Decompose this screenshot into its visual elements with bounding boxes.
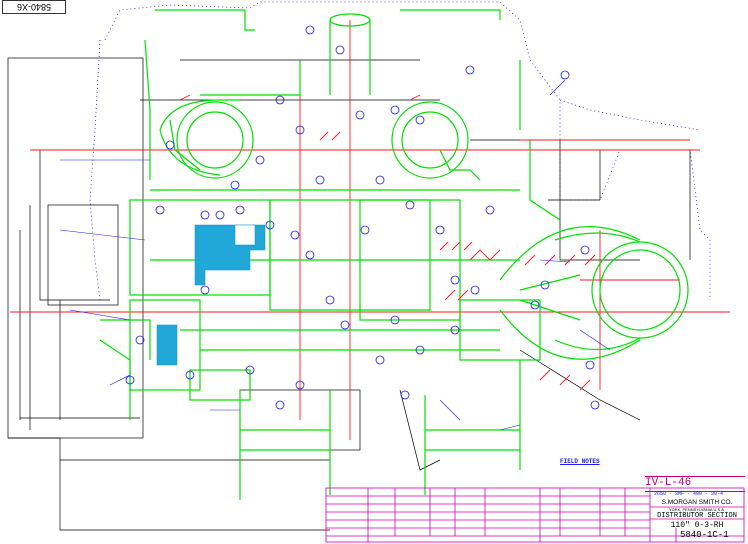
center-lines: [10, 20, 730, 440]
red-accents: [179, 94, 596, 391]
drawing-subtitle: 2650 - 3MF - 400 - 30-4: [654, 491, 724, 497]
company-address: YORK, PENNSYLVANIA U.S.A.: [668, 507, 726, 512]
drawing-size: 110" 0-3-RH: [670, 521, 724, 530]
callout-bubbles: [125, 25, 600, 410]
structure-outlines: [7, 57, 691, 531]
field-notes-title: FIELD NOTES: [560, 458, 600, 465]
concrete-outline: [89, 1, 711, 301]
cyan-regions: [156, 224, 266, 366]
title-block-grid: [325, 487, 745, 543]
drawing-number: 5840-1C-1: [680, 530, 729, 540]
drawing-id: IV-L-46: [645, 476, 745, 492]
field-notes: FIELD NOTES: [560, 458, 672, 470]
drawing-title: DISTRIBUTOR SECTION: [657, 512, 737, 520]
company-name: S.MORGAN SMITH CO.: [661, 499, 733, 506]
leader-lines: [59, 79, 611, 431]
sheet-tag: 5840-X6: [2, 0, 66, 14]
